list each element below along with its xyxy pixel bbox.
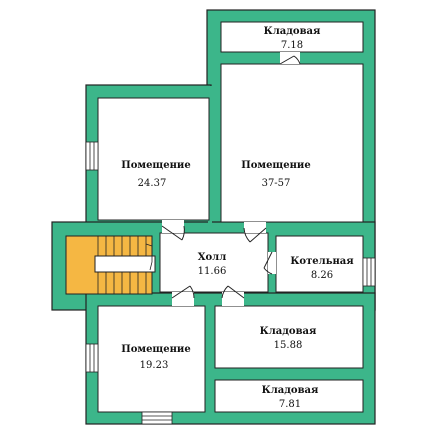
- staircase: [65, 235, 156, 295]
- door-storage-mid: [221, 285, 245, 306]
- door-room-left: [161, 220, 185, 241]
- room-left-floor: [97, 97, 210, 221]
- storage-mid-floor: [214, 305, 364, 369]
- window-left-upper: [85, 141, 99, 171]
- storage-bottom-area: 7.81: [279, 399, 301, 410]
- room-floors: [97, 21, 364, 413]
- room-big-floor: [220, 63, 364, 223]
- hall-label: Холл: [198, 252, 227, 263]
- door-storage-top: [279, 52, 301, 65]
- window-right: [362, 257, 376, 287]
- room-bottom-floor: [97, 305, 206, 413]
- room-bottom-label: Помещение: [121, 344, 190, 355]
- window-left-lower: [85, 343, 99, 373]
- door-room-bottom: [171, 285, 195, 306]
- storage-bottom-floor: [214, 379, 364, 413]
- door-boiler: [263, 251, 276, 275]
- boiler-area: 8.26: [311, 270, 333, 281]
- storage-top-label: Кладовая: [264, 26, 321, 37]
- room-left-label: Помещение: [121, 160, 190, 171]
- storage-mid-area: 15.88: [274, 340, 303, 351]
- door-room-big: [243, 222, 267, 243]
- room-labels: Кладовая 7.18 Помещение 24.37 Помещение …: [121, 26, 354, 410]
- hall-area: 11.66: [198, 266, 227, 277]
- room-big-label: Помещение: [241, 160, 310, 171]
- boiler-label: Котельная: [290, 256, 354, 267]
- room-big-area: 37-57: [262, 178, 291, 189]
- doors: [161, 52, 301, 306]
- storage-bottom-label: Кладовая: [262, 385, 319, 396]
- room-bottom-area: 19.23: [140, 360, 169, 371]
- storage-mid-label: Кладовая: [260, 326, 317, 337]
- windows: [85, 141, 376, 425]
- storage-top-area: 7.18: [281, 40, 303, 51]
- window-bottom: [141, 411, 173, 425]
- room-left-area: 24.37: [138, 178, 167, 189]
- storage-top-floor: [220, 21, 364, 53]
- hall-floor: [159, 232, 269, 293]
